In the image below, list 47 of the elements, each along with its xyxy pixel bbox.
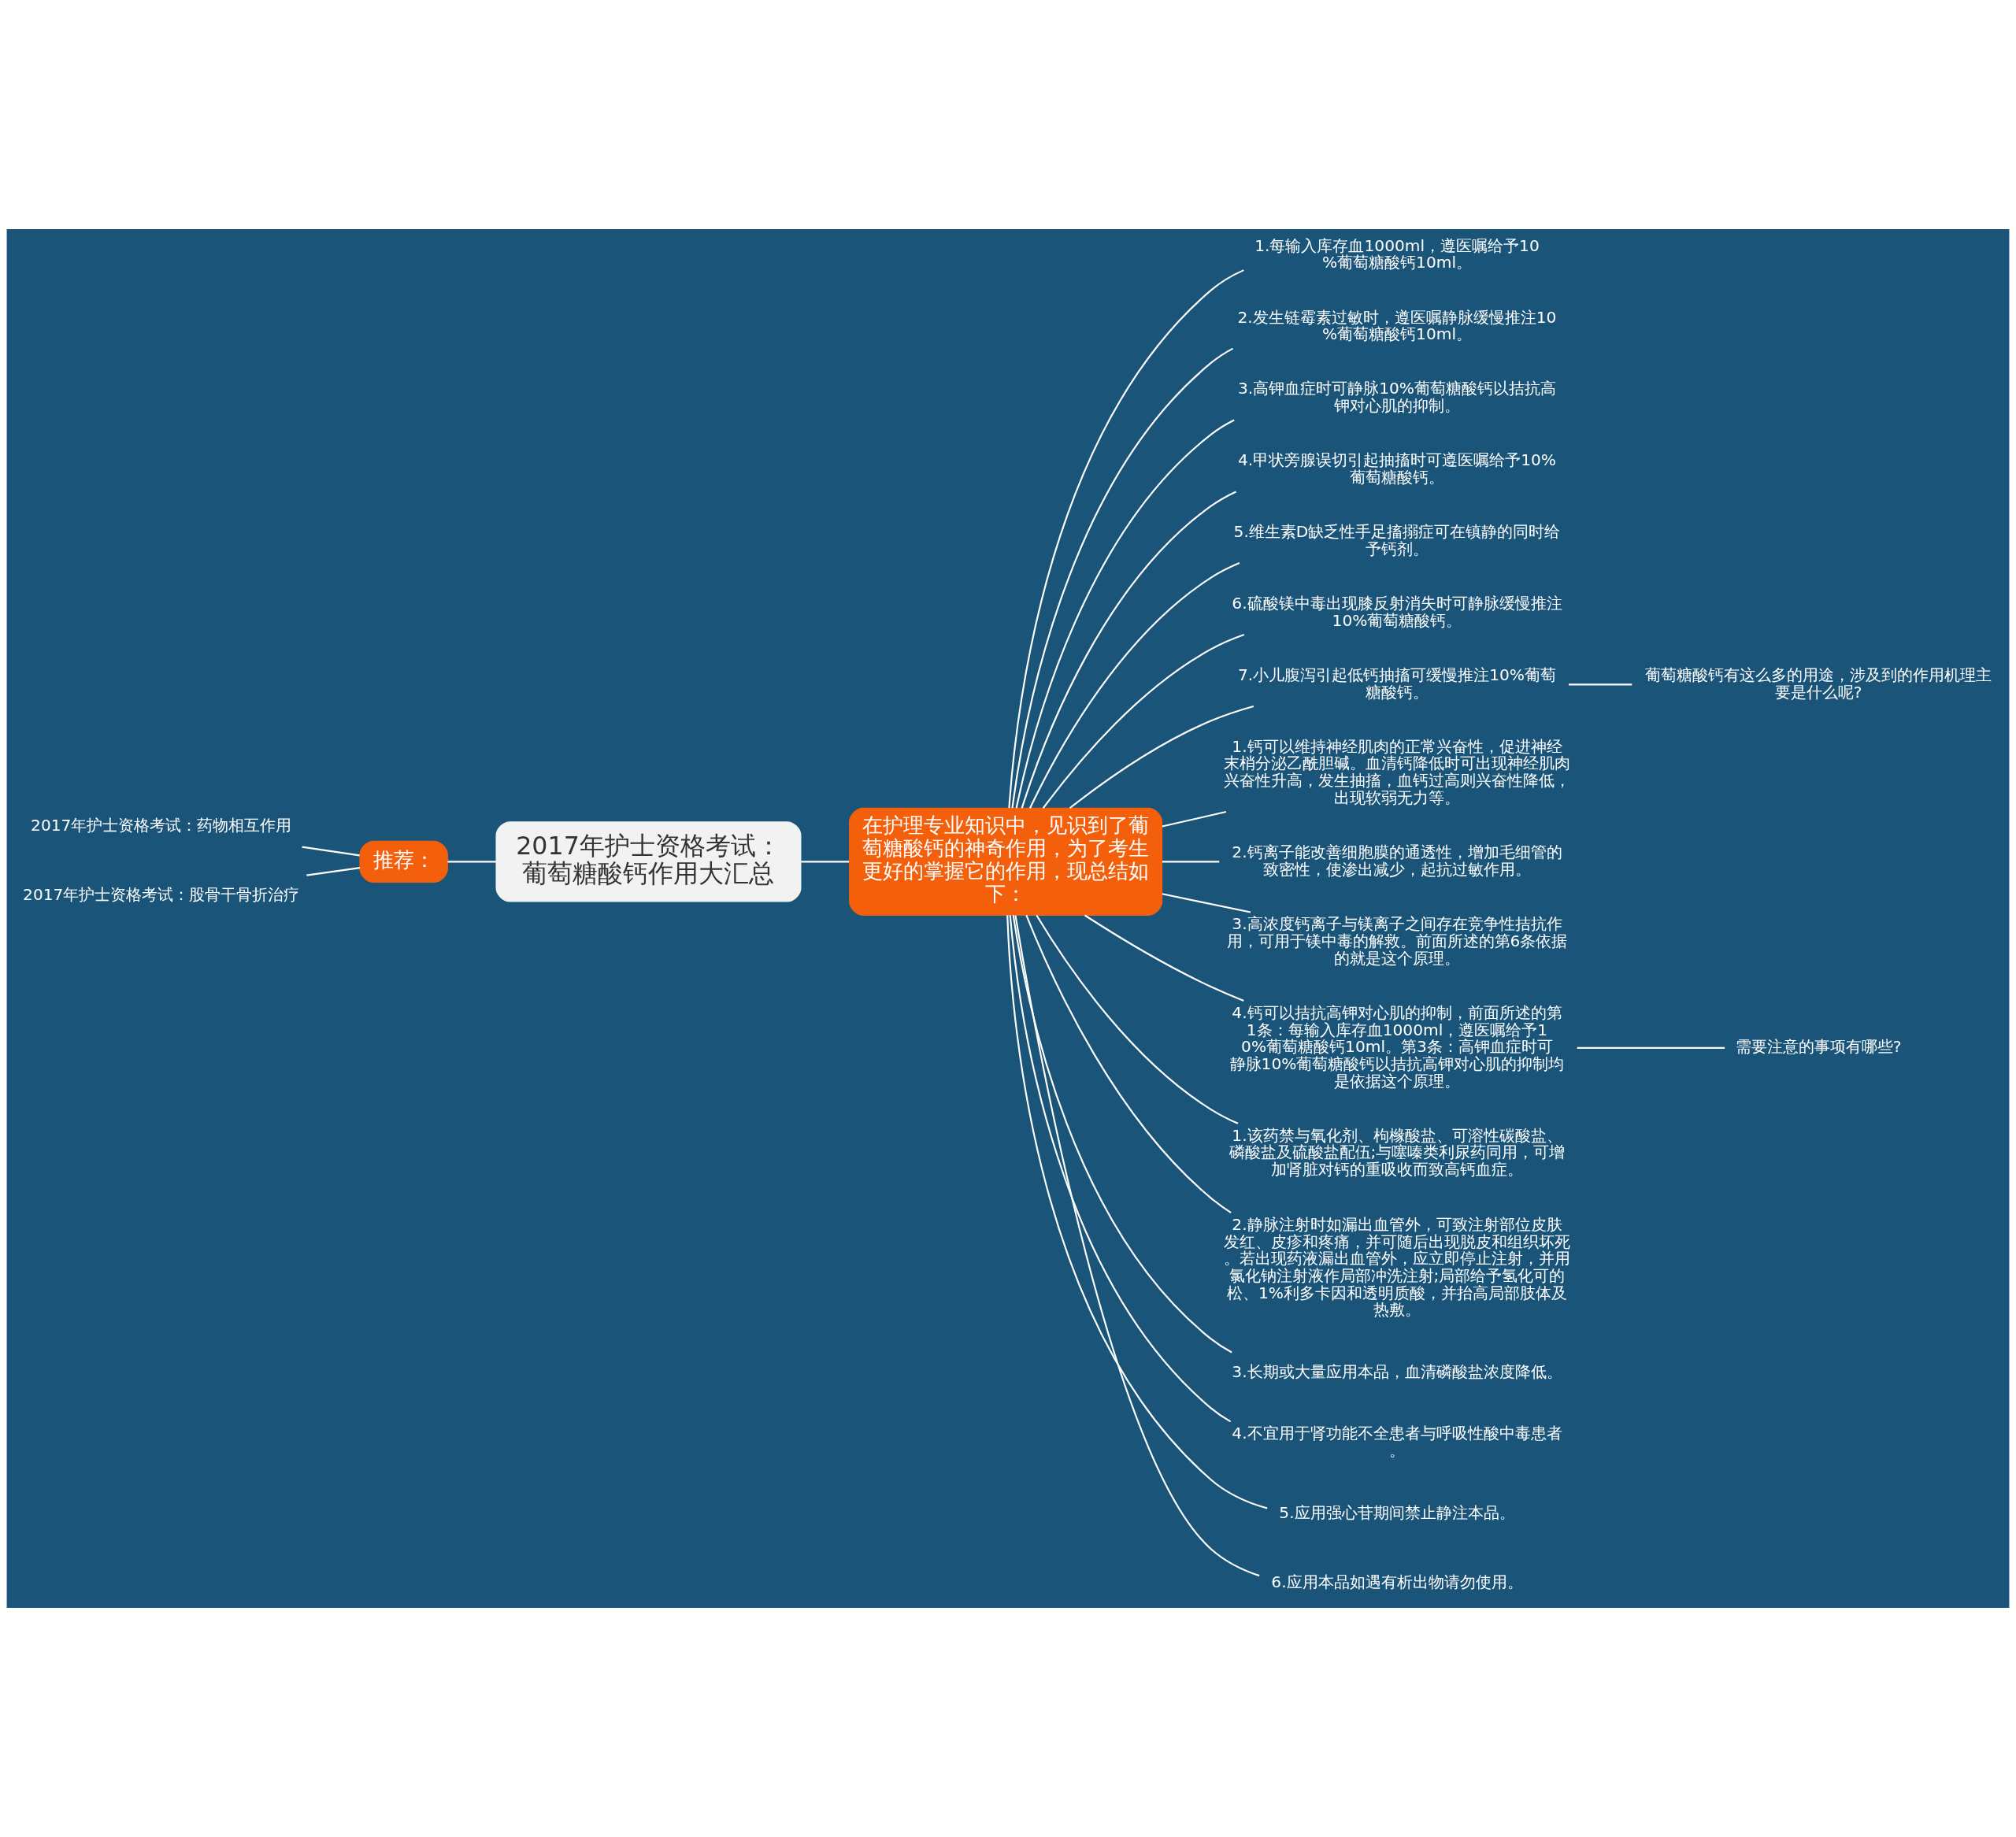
- node-text: 4.甲状旁腺误切引起抽搐时可遵医嘱给予10%葡萄糖酸钙。: [1237, 450, 1557, 487]
- node-text: 1.钙可以维持神经肌肉的正常兴奋性，促进神经末梢分泌乙酰胆碱。血清钙降低时可出现神经肌肉兴奋性升高，发生抽搐，血钙过高则兴奋性降低，出现软弱无力等。: [1224, 736, 1570, 807]
- node-text: 3.高钾血症时可静脉10%葡萄糖酸钙以拮抗高钾对心肌的抑制。: [1237, 379, 1557, 416]
- node-text: 7.小儿腹泻引起低钙抽搐可缓慢推注10%葡萄糖酸钙。: [1237, 665, 1557, 702]
- connector: [1009, 915, 1232, 1423]
- connector: [1084, 914, 1244, 1002]
- connector: [1042, 634, 1245, 809]
- node-text: 6.应用本品如遇有析出物请勿使用。: [1271, 1572, 1523, 1591]
- connector: [1162, 893, 1251, 913]
- node-box: 推荐：: [359, 840, 448, 883]
- connector: [1069, 705, 1254, 809]
- node-text: 2.钙离子能改善细胞膜的通透性，增加毛细管的致密性，使渗出减少，起抗过敏作用。: [1232, 842, 1562, 879]
- connector: [1014, 915, 1260, 1577]
- connector: [1568, 683, 1632, 686]
- connector: [1577, 1046, 1725, 1049]
- node-text: 3.高浓度钙离子与镁离子之间存在竞争性拮抗作用，可用于镁中毒的解救。前面所述的第6条依据的就是这个原理。: [1226, 914, 1568, 968]
- node-text: 6.硫酸镁中毒出现膝反射消失时可静脉缓慢推注10%葡萄糖酸钙。: [1232, 594, 1562, 630]
- connector: [1025, 915, 1232, 1213]
- node-text: 2017年护士资格考试：药物相互作用: [31, 816, 292, 835]
- node-text: 2.静脉注射时如漏出血管外，可致注射部位皮肤发红、皮疹和疼痛，并可随后出现脱皮和组织坏死。若出现药液漏出血管外，应立即停止注射，并用氯化钠注射液作局部冲洗注射;局部给予氢化可的松、1%利多卡因和透明质酸，并抬高局部肢体及热敷。: [1224, 1214, 1570, 1320]
- connector: [1015, 419, 1235, 809]
- node-text: 1.该药禁与氧化剂、枸橼酸盐、可溶性碳酸盐、磷酸盐及硫酸盐配伍;与噻嗪类利尿药同用，可增加肾脏对钙的重吸收而致高钙血症。: [1228, 1125, 1566, 1180]
- connector: [1012, 915, 1232, 1354]
- connector: [1021, 491, 1236, 809]
- node-text: 5.维生素D缺乏性手足搐搦症可在镇静的同时给予钙剂。: [1233, 522, 1561, 558]
- node-text: 需要注意的事项有哪些?: [1735, 1037, 1902, 1057]
- node-text: 4.钙可以拮抗高钾对心肌的抑制，前面所述的第1条：每输入库存血1000ml，遵医嘱给予10%葡萄糖酸钙10ml。第3条：高钾血症时可静脉10%葡萄糖酸钙以拮抗高钾对心肌的抑制均是依据这个原理。: [1229, 1002, 1565, 1091]
- node-text: 葡萄糖酸钙有这么多的用途，涉及到的作用机理主要是什么呢?: [1645, 665, 1992, 702]
- connector: [801, 861, 850, 863]
- connector: [447, 861, 496, 863]
- connector: [1011, 347, 1234, 809]
- node-text: 3.长期或大量应用本品，血清磷酸盐浓度降低。: [1232, 1361, 1562, 1381]
- connector: [1036, 915, 1239, 1124]
- node-text: 4.不宜用于肾功能不全患者与呼吸性酸中毒患者。: [1232, 1424, 1562, 1461]
- connector: [1028, 562, 1240, 809]
- node-box: 在护理专业知识中，见识到了葡萄糖酸钙的神奇作用，为了考生更好的掌握它的作用，现总结如下：: [849, 807, 1163, 916]
- node-text: 1.每输入库存血1000ml，遵医嘱给予10%葡萄糖酸钙10ml。: [1254, 235, 1540, 272]
- node-text: 2017年护士资格考试：股骨干骨折治疗: [23, 884, 300, 904]
- connector: [302, 846, 360, 857]
- connector: [1162, 810, 1227, 828]
- node-text: 2.发生链霉素过敏时，遵医嘱静脉缓慢推注10%葡萄糖酸钙10ml。: [1237, 307, 1557, 344]
- connector: [1162, 861, 1220, 863]
- connector: [1008, 269, 1244, 809]
- node-box: 2017年护士资格考试：葡萄糖酸钙作用大汇总: [495, 821, 802, 902]
- connector: [1006, 915, 1268, 1509]
- connector: [306, 867, 361, 876]
- node-text: 5.应用强心苷期间禁止静注本品。: [1279, 1502, 1515, 1522]
